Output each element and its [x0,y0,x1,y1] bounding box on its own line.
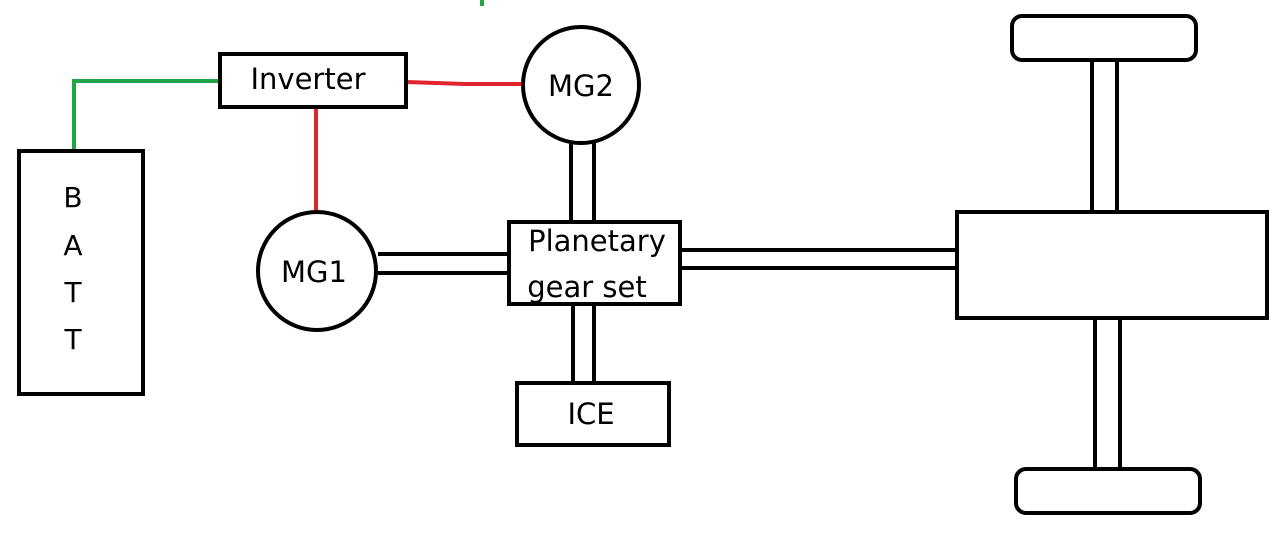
differential-box [955,210,1269,320]
shaft-planetary-ice [571,304,596,383]
mg2-label: MG2 [548,69,614,103]
shaft-mg1-planetary [378,252,509,275]
mg1-circle [256,210,378,332]
battery: B A T T [17,149,145,396]
dc-wire-battery-inverter [72,79,220,150]
planetary-label-line1: Planetary [528,224,666,258]
wheel-bottom [1014,467,1202,515]
inverter-box [218,52,408,109]
shaft-mg2-planetary [569,142,596,222]
axle-shaft-top [1090,60,1119,212]
ac-wire-inverter-mg2 [405,80,524,86]
battery-box [17,149,145,396]
mg2-circle [521,25,641,145]
ice-label: ICE [567,397,614,431]
wheel-top [1010,14,1198,62]
battery-letter-b: B [63,181,82,214]
battery-letter-a: A [63,229,82,262]
planetary-gear-set: Planetary gear set [507,220,682,306]
mg1-label: MG1 [281,255,347,289]
ice: ICE [515,381,671,447]
axle-shaft-bottom [1093,318,1122,470]
stray-mark [480,0,484,6]
mg2: MG2 [521,25,641,145]
battery-letter-t2: T [63,323,82,356]
planetary-box [507,220,682,306]
mg1: MG1 [256,210,378,332]
inverter: Inverter [218,52,408,109]
ice-box [515,381,671,447]
drive-shaft [680,248,957,270]
inverter-label: Inverter [251,62,366,96]
planetary-label-line2: gear set [527,270,646,304]
battery-letter-t1: T [63,276,82,309]
